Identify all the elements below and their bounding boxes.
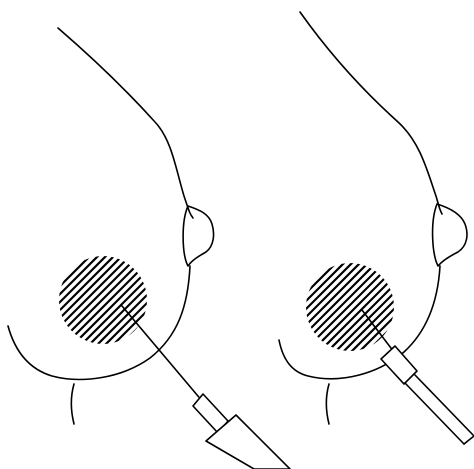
- left-nipple: [183, 206, 213, 266]
- left-chest-line: [71, 384, 74, 424]
- left-needle: [122, 306, 203, 402]
- right-cannula-upper: [415, 375, 474, 436]
- right-lesion: [296, 193, 406, 431]
- right-breast-outline: [300, 12, 442, 214]
- right-lower-contour: [279, 266, 440, 379]
- right-chest-line: [326, 384, 329, 424]
- left-breast-outline: [58, 28, 193, 218]
- right-panel: [279, 12, 474, 444]
- right-nipple: [433, 204, 467, 266]
- right-cannula-lower: [405, 383, 464, 444]
- left-lesion: [50, 178, 160, 424]
- right-needle-sleeve: [381, 346, 417, 384]
- right-cannula-edge: [464, 436, 474, 444]
- left-panel: [8, 28, 290, 469]
